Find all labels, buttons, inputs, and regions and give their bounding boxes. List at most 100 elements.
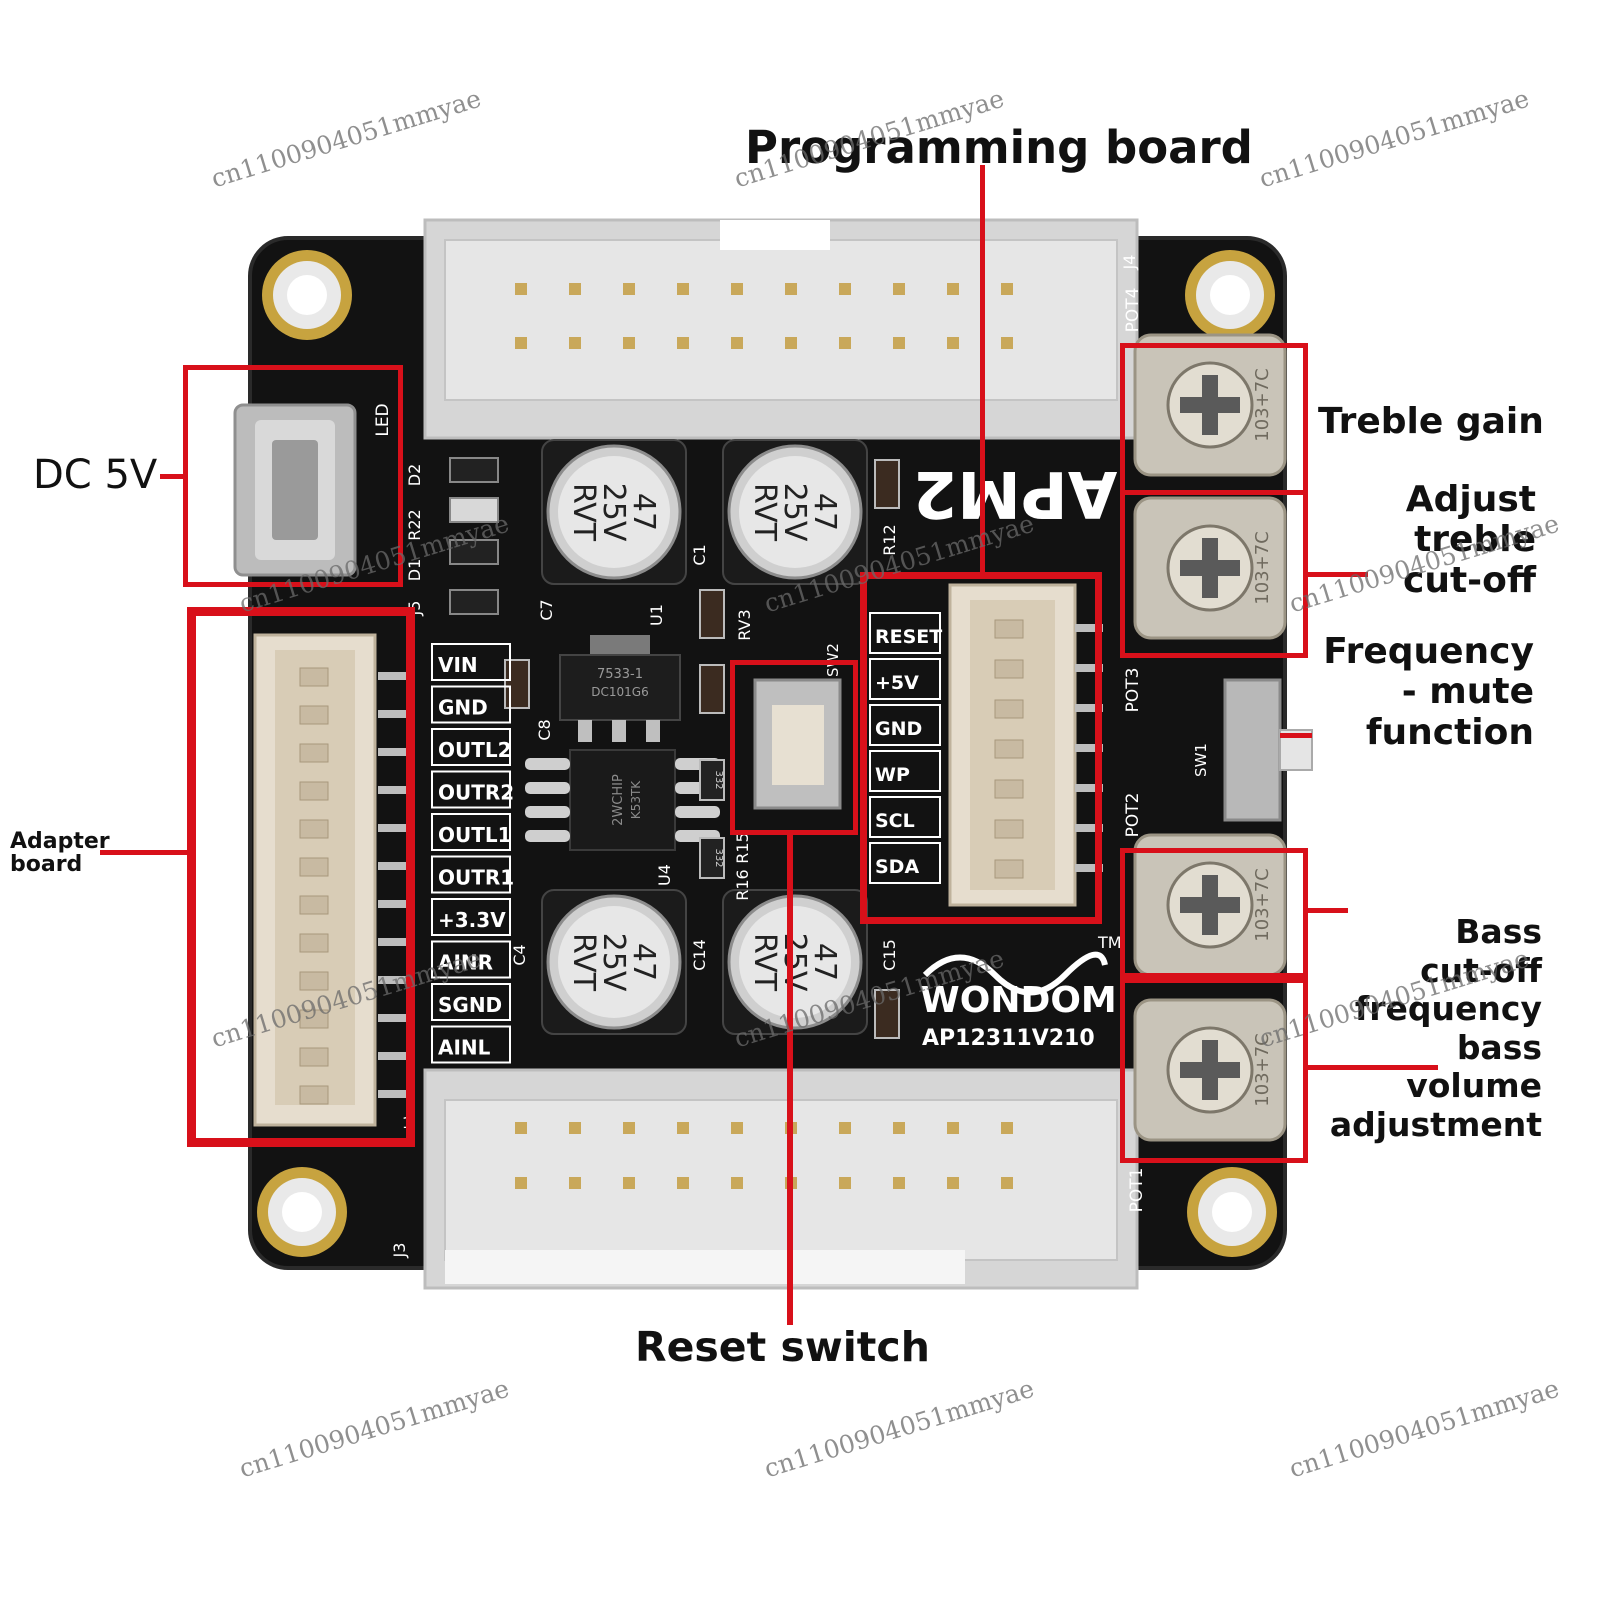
header-pin xyxy=(569,337,581,349)
capacitor-top xyxy=(558,906,670,1018)
slide-switch-sw1 xyxy=(1223,678,1313,822)
pot-label: POT4 xyxy=(1123,288,1143,333)
prog-label-frame xyxy=(869,842,941,884)
led-label: LED xyxy=(373,403,393,436)
reset-tactile-switch xyxy=(753,678,842,810)
header-pin xyxy=(569,1122,581,1134)
prog-pin-slot xyxy=(994,659,1024,679)
wondom-wave-logo xyxy=(922,951,1108,996)
highlight-box-treble-gain xyxy=(1120,343,1308,495)
jst-pin-lead xyxy=(378,1052,412,1060)
jst-pin-lead xyxy=(378,862,412,870)
label-frequency-mute: Frequency - mute function xyxy=(1323,631,1534,753)
capacitor-series: RVT xyxy=(747,933,782,992)
label-bass-cutoff: Bass cut-off frequency bass volume adjus… xyxy=(1329,912,1542,1145)
header-pin xyxy=(677,337,689,349)
pin-label: AINL xyxy=(438,1036,491,1060)
pin-label: VIN xyxy=(438,653,478,677)
programming-jst-connector xyxy=(948,583,1103,907)
jst-pin-lead xyxy=(378,824,412,832)
leader-line-reset xyxy=(787,835,793,1325)
prog-pin-lead xyxy=(1075,784,1103,792)
prog-pin-label: +5V xyxy=(875,672,919,694)
ref-designator: C4 xyxy=(510,944,529,965)
leader-line-dc xyxy=(160,474,185,479)
header-pin xyxy=(677,1122,689,1134)
header-pin xyxy=(893,337,905,349)
jst-pin-slot xyxy=(299,1085,329,1105)
header-pin xyxy=(839,1177,851,1189)
header-pin xyxy=(623,283,635,295)
header-pin xyxy=(731,283,743,295)
prog-pin-label: SCL xyxy=(875,810,915,832)
svg-text:7533-1: 7533-1 xyxy=(597,667,643,682)
jst-pin-lead xyxy=(378,1014,412,1022)
capacitor-series: RVT xyxy=(566,933,601,992)
header-pin xyxy=(731,1177,743,1189)
pin-label: SGND xyxy=(438,993,502,1017)
ref-designator: J3 xyxy=(390,1243,409,1259)
jst-pin-slot xyxy=(299,1047,329,1067)
jst-pin-slot xyxy=(299,781,329,801)
header-pin xyxy=(1001,1177,1013,1189)
header-pin xyxy=(677,283,689,295)
pin-label: OUTL2 xyxy=(438,738,512,762)
pot-label: POT1 xyxy=(1127,1168,1147,1213)
soic-chip: 2WCHIP K53TK xyxy=(525,749,720,851)
prog-label-frame xyxy=(869,612,941,654)
header-pin xyxy=(785,283,797,295)
ref-designator: RV3 xyxy=(735,609,754,640)
capacitor-series: RVT xyxy=(747,483,782,542)
header-pin xyxy=(1001,337,1013,349)
header-pin xyxy=(839,337,851,349)
adapter-jst-connector xyxy=(253,633,412,1127)
label-reset-switch: Reset switch xyxy=(635,1323,930,1371)
header-pin xyxy=(515,337,527,349)
pin-label-frame xyxy=(431,855,511,894)
micro-usb-connector xyxy=(233,403,357,577)
label-treble-gain: Treble gain xyxy=(1318,401,1544,442)
jst-pin-slot xyxy=(299,1009,329,1029)
ref-designator: C14 xyxy=(690,939,709,971)
capacitor-voltage: 25V xyxy=(777,933,812,992)
capacitor-value: 47 xyxy=(807,943,842,981)
pin-label: GND xyxy=(438,696,488,720)
pot-label: POT2 xyxy=(1123,793,1143,838)
capacitor-voltage: 25V xyxy=(596,483,631,542)
header-pin xyxy=(785,337,797,349)
header-pin xyxy=(1001,1122,1013,1134)
label-dc-5v: DC 5V xyxy=(33,452,158,498)
ref-designator: C15 xyxy=(880,939,899,971)
label-adapter-board: Adapter board xyxy=(10,829,110,878)
header-pin xyxy=(569,283,581,295)
header-pin xyxy=(893,283,905,295)
pin-label: OUTR1 xyxy=(438,866,514,890)
highlight-box-programming xyxy=(860,572,1102,924)
prog-pin-lead xyxy=(1075,664,1103,672)
header-pin xyxy=(947,337,959,349)
pin-label: AINR xyxy=(438,951,493,975)
capacitor-top xyxy=(558,456,670,568)
capacitor-top xyxy=(739,906,851,1018)
pin-label-frame xyxy=(431,685,511,724)
prog-pin-slot xyxy=(994,739,1024,759)
jst-pin-lead xyxy=(378,1090,412,1098)
ref-designator: R15 xyxy=(733,832,752,863)
pot-label: POT3 xyxy=(1123,668,1143,713)
label-adjust-treble-cutoff: Adjust treble cut-off xyxy=(1402,479,1536,601)
capacitor-value: 47 xyxy=(807,493,842,531)
capacitor-value: 47 xyxy=(626,493,661,531)
capacitor-voltage: 25V xyxy=(596,933,631,992)
prog-pin-lead xyxy=(1075,864,1103,872)
pin-label-frame xyxy=(431,728,511,766)
header-pin xyxy=(893,1177,905,1189)
ref-designator: C8 xyxy=(535,719,554,740)
capacitor-series: RVT xyxy=(566,483,601,542)
prog-pin-slot xyxy=(994,859,1024,879)
